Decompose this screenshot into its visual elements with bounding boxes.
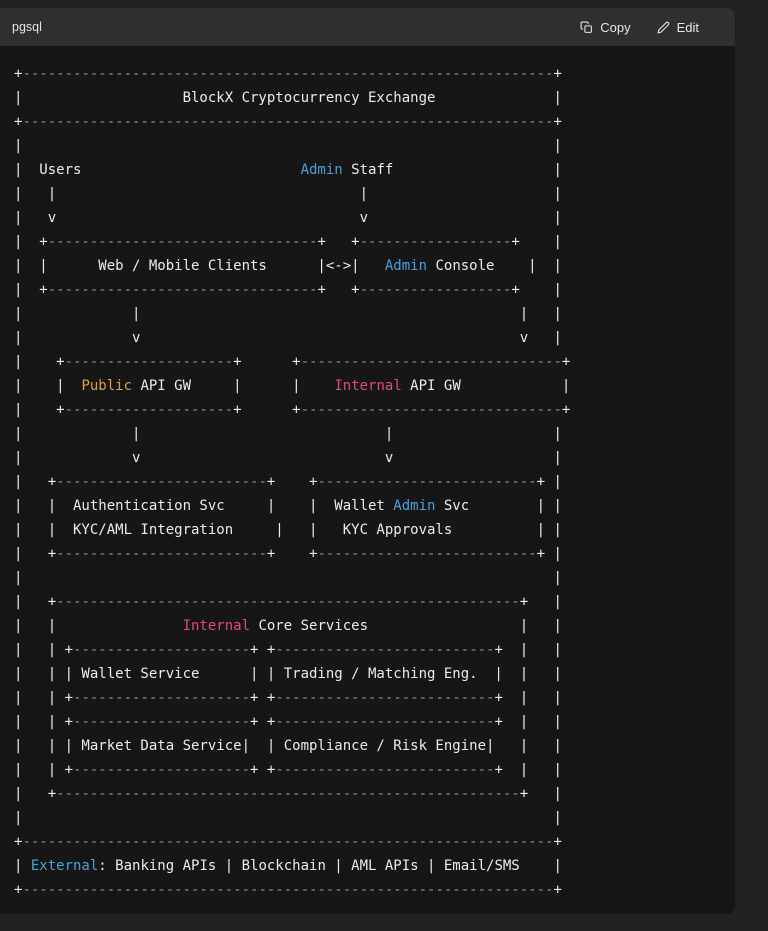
copy-button[interactable]: Copy <box>580 19 631 35</box>
copy-button-label: Copy <box>600 19 631 35</box>
header-actions: Copy Edit <box>580 20 699 35</box>
code-header: pgsql Copy Edit <box>0 8 735 46</box>
language-label: pgsql <box>12 20 42 34</box>
edit-button-label: Edit <box>676 19 699 35</box>
copy-icon <box>580 21 593 34</box>
code-block: pgsql Copy Edit + <box>0 8 735 914</box>
pencil-icon <box>657 21 670 34</box>
code-area: +---------------------------------------… <box>0 46 735 914</box>
ascii-diagram: +---------------------------------------… <box>14 66 571 898</box>
edit-button[interactable]: Edit <box>657 20 699 35</box>
